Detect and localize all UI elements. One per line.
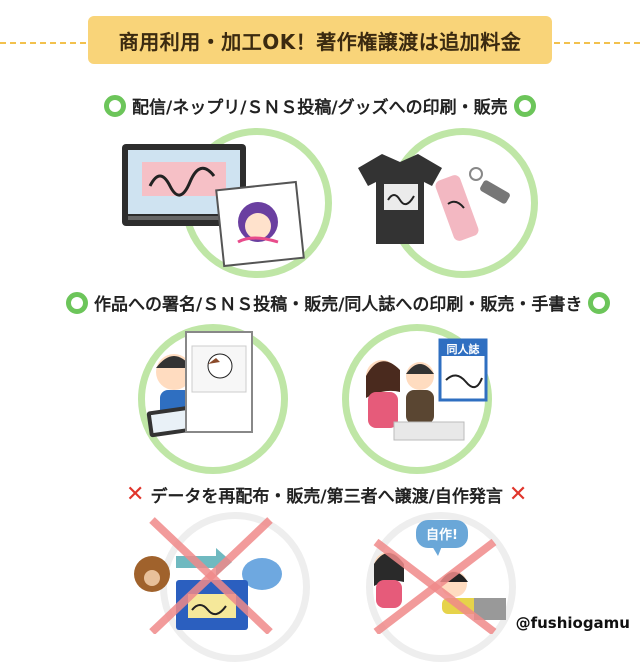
section-heading-1-text: 配信/ネップリ/ＳＮＳ投稿/グッズへの印刷・販売 xyxy=(132,98,508,118)
speech-bubble-text: 自作! xyxy=(426,527,458,543)
section-heading-3-text: データを再配布・販売/第三者へ譲渡/自作発言 xyxy=(150,487,503,507)
section-heading-2-text: 作品への署名/ＳＮＳ投稿・販売/同人誌への印刷・販売・手書き xyxy=(94,295,583,315)
artist-with-tablet-illustration xyxy=(146,331,253,438)
ok-ring-icon xyxy=(66,291,88,314)
ng-cross-icon: ✕ xyxy=(508,481,528,507)
banner-dash-right xyxy=(554,42,640,44)
doujinshi-signing-illustration: 同人誌 xyxy=(366,338,488,441)
ok-ring-icon xyxy=(104,94,126,117)
ok-ring-icon xyxy=(513,94,536,117)
goods-tshirt-keychain-illustration xyxy=(358,154,510,244)
illustration-ring xyxy=(342,324,492,474)
watermark: @fushiogamu xyxy=(515,614,630,632)
ng-cross-icon: ✕ xyxy=(126,481,145,507)
section-heading-3: ✕ データを再配布・販売/第三者へ譲渡/自作発言 ✕ xyxy=(126,482,527,507)
section-heading-1: 配信/ネップリ/ＳＮＳ投稿/グッズへの印刷・販売 xyxy=(104,93,536,118)
data-redistribution-illustration xyxy=(134,517,282,634)
banner-dash-left xyxy=(0,42,86,44)
page-title: 商用利用・加工OK！著作権譲渡は追加料金 xyxy=(88,16,552,64)
streaming-screen-illustration xyxy=(122,144,305,268)
illustration-ring xyxy=(138,324,288,474)
ok-ring-icon xyxy=(588,291,611,314)
doujinshi-label: 同人誌 xyxy=(447,342,480,356)
section-heading-2: 作品への署名/ＳＮＳ投稿・販売/同人誌への印刷・販売・手書き xyxy=(66,290,611,315)
false-authorship-claim-illustration: 自作! xyxy=(373,520,506,634)
